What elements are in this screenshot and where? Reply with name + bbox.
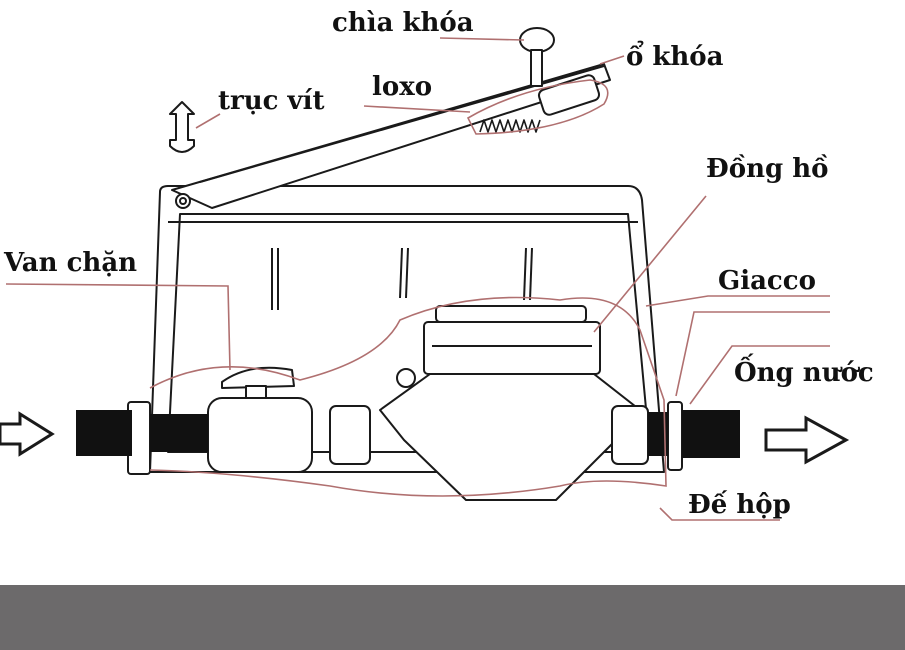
- cutaway-outline: [149, 296, 667, 497]
- lock-body: [537, 74, 601, 116]
- rib: [399, 247, 403, 299]
- label-de-hop: Đế hộp: [688, 490, 791, 520]
- label-loxo: loxo: [372, 72, 433, 102]
- valve-body: [207, 397, 313, 473]
- meter-top-cap: [435, 305, 587, 323]
- rib: [523, 247, 527, 301]
- label-dong-ho: Đồng hồ: [706, 154, 829, 184]
- label-giacco: Giacco: [718, 266, 816, 296]
- box-lid: [171, 63, 611, 209]
- bottom-bar: [0, 585, 905, 650]
- diagram-canvas: chìa khóa ổ khóa loxo trục vít Đồng hồ V…: [0, 8, 874, 521]
- meter-register: [423, 321, 601, 375]
- key-shaft: [530, 49, 543, 87]
- arrow-right-icon: [764, 415, 850, 465]
- hinge-pin: [175, 193, 191, 209]
- screw-part: [169, 101, 195, 153]
- leader-van-chan: [5, 283, 231, 371]
- leader-o-khoa: [599, 55, 625, 65]
- inlet-pipe-inner: [150, 414, 208, 452]
- seal-tag: [396, 368, 416, 388]
- leader-truc-vit: [195, 113, 221, 129]
- label-truc-vit: trục vít: [218, 86, 325, 116]
- arrow-right-icon: [0, 411, 55, 457]
- leader-de-hop: [659, 507, 780, 521]
- spring-coil: [479, 119, 541, 133]
- label-ong-nuoc: Ống nước: [734, 358, 874, 388]
- lock-cutaway: [466, 79, 609, 135]
- key-bow: [519, 27, 555, 53]
- inlet-pipe: [76, 410, 132, 456]
- outlet-pipe-inner: [648, 412, 668, 456]
- leader-giacco-2: [675, 311, 830, 397]
- label-o-khoa: ổ khóa: [626, 42, 724, 72]
- outlet-pipe: [682, 410, 740, 458]
- leader-chia-khoa: [439, 37, 525, 41]
- leader-giacco: [645, 295, 830, 307]
- leader-loxo: [363, 105, 471, 113]
- outlet-union: [611, 405, 649, 465]
- leader-dong-ho: [593, 195, 707, 333]
- leader-ong-nuoc: [689, 345, 830, 405]
- valve-nut: [329, 405, 371, 465]
- meter-box-drawing: [0, 27, 850, 521]
- label-chia-khoa: chìa khóa: [332, 8, 474, 38]
- label-van-chan: Van chặn: [4, 248, 138, 278]
- outlet-gasket: [667, 401, 683, 471]
